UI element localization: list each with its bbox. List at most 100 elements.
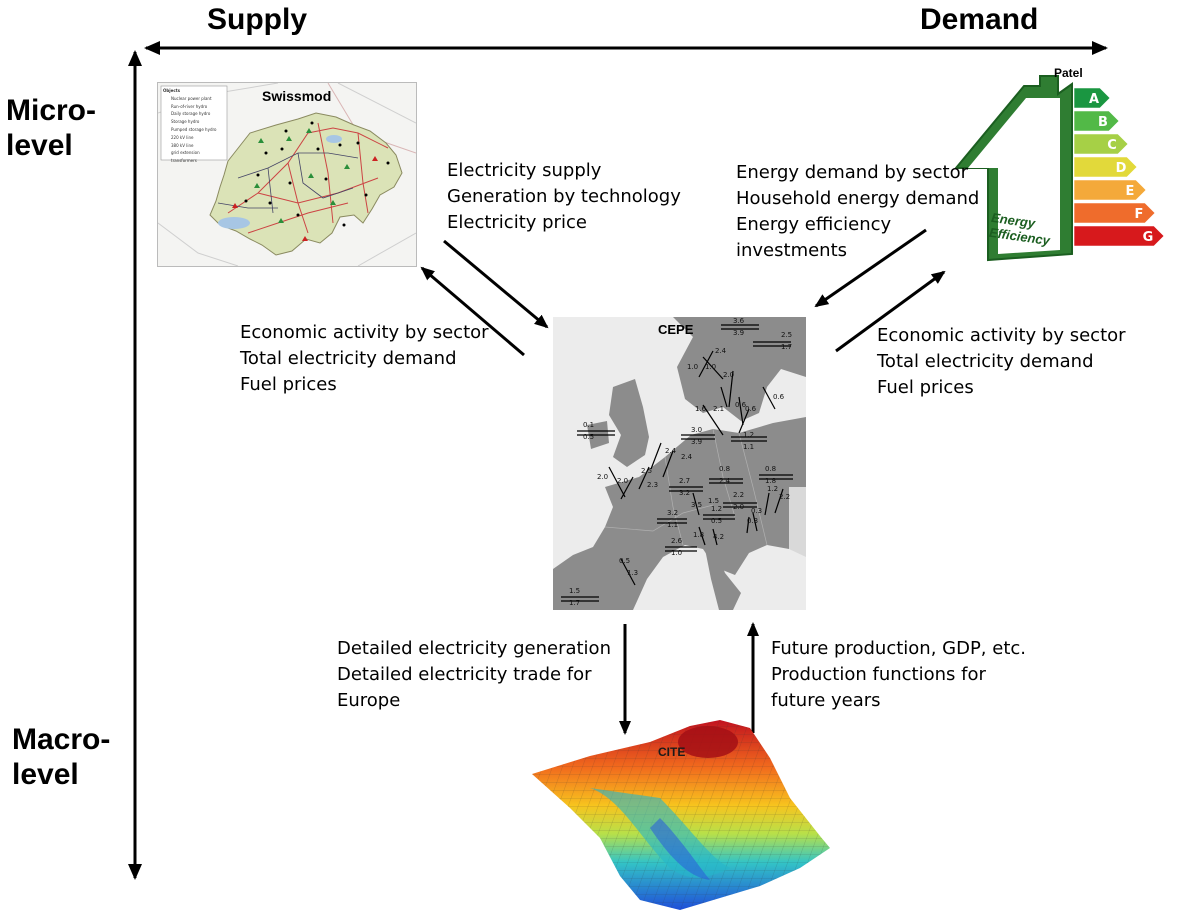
flow-text-line: Europe	[337, 690, 401, 711]
flow-value-label: 2.0	[733, 503, 745, 511]
cite-surface	[532, 720, 830, 910]
legend-item: Storage hydro	[171, 119, 200, 125]
grade-bar-c	[1073, 133, 1129, 155]
flow-text-line: Economic activity by sector	[240, 322, 489, 343]
flow-text-line: Fuel prices	[877, 377, 974, 398]
flow-value-label: 3.2	[679, 489, 691, 497]
grade-letter-g: G	[1143, 230, 1154, 245]
flow-value-label: 0.6	[773, 393, 785, 401]
flow-text-line: Energy demand by sector	[736, 162, 968, 183]
flow-value-label: 1.1	[743, 443, 755, 451]
flow-value-label: 0.5	[619, 557, 631, 565]
flow-text-line: Total electricity demand	[240, 348, 457, 369]
grade-bar-d	[1073, 156, 1138, 178]
cite-to-cepe-text: Future production, GDP, etc. Production …	[771, 636, 1026, 714]
swissmod-map	[158, 83, 416, 266]
switzerland-shape	[209, 112, 403, 256]
flow-text-line: Future production, GDP, etc.	[771, 638, 1026, 659]
grade-bar-a	[1073, 87, 1111, 109]
flow-value-label: 0.5	[711, 517, 723, 525]
europe-map	[553, 317, 806, 610]
swissmod-legend: Objects Nuclear power plant Run-of-river…	[163, 87, 227, 165]
demand-to-cepe-text: Energy demand by sector Household energy…	[736, 160, 979, 264]
flow-value-label: 2.6	[671, 537, 683, 545]
cite-panel: CITE	[530, 718, 830, 913]
grade-letter-a: A	[1089, 92, 1099, 107]
grade-bar-f	[1073, 202, 1156, 224]
flow-value-label: 2.1	[713, 405, 725, 413]
legend-title: Objects	[163, 88, 181, 93]
micro-level-line-1: Micro-	[6, 94, 96, 127]
flow-value-label: 1.1	[667, 521, 679, 529]
legend-item: Run-of-river hydro	[171, 103, 208, 109]
flow-value-label: 2.4	[719, 477, 731, 485]
micro-level-line-2: level	[6, 128, 73, 162]
flow-value-label: 2.4	[665, 447, 677, 455]
macro-level-label: Macro- level	[12, 723, 110, 792]
legend-item: Daily storage hydro	[171, 111, 211, 117]
supply-label: Supply	[207, 3, 308, 36]
grade-letter-b: B	[1098, 115, 1108, 130]
flow-value-label: 3.5	[691, 501, 703, 509]
flow-value-label: 2.2	[733, 491, 745, 499]
flow-value-label: 1.7	[569, 599, 581, 607]
arrow-cepe-to-swissmod	[420, 266, 525, 357]
flow-value-label: 2.5	[781, 331, 793, 339]
patel-title: Patel	[1054, 66, 1083, 80]
micro-level-label: Micro- level	[6, 94, 96, 163]
flow-value-label: 1.8	[765, 477, 777, 485]
flow-text-line: Total electricity demand	[877, 351, 1094, 372]
flow-value-label: 2.2	[779, 493, 791, 501]
flow-text-line: Energy efficiency	[736, 214, 892, 235]
flow-value-label: 0.6	[745, 405, 757, 413]
flow-value-label: 0.3	[751, 507, 763, 515]
flow-text-line: Generation by technology	[447, 186, 681, 207]
flow-value-label: 1.0	[687, 363, 699, 371]
flow-value-label: 0.8	[765, 465, 777, 473]
supply-to-cepe-text: Electricity supply Generation by technol…	[447, 158, 681, 236]
grade-bar-b	[1073, 110, 1120, 132]
flow-text-line: Detailed electricity trade for	[337, 664, 592, 685]
legend-item: grid extension	[171, 150, 200, 156]
flow-value-label: 1.5	[569, 587, 581, 595]
flow-text-line: Electricity supply	[447, 160, 602, 181]
flow-value-label: 1.6	[695, 405, 707, 413]
grade-letter-f: F	[1135, 207, 1144, 222]
flow-value-label: 1.3	[627, 569, 639, 577]
swissmod-panel: Objects Nuclear power plant Run-of-river…	[157, 82, 417, 267]
flow-value-label: 2.0	[723, 371, 735, 379]
flow-value-label: 1.8	[693, 531, 705, 539]
flow-value-label: 2.3	[647, 481, 659, 489]
flow-value-label: 0.8	[719, 465, 731, 473]
cepe-to-supply-text: Economic activity by sector Total electr…	[240, 320, 489, 398]
flow-text-line: future years	[771, 690, 881, 711]
arrow-cepe-to-patel	[835, 270, 946, 353]
flow-value-label: 1.2	[767, 485, 779, 493]
legend-item: transformers	[171, 158, 197, 164]
grade-letter-e: E	[1126, 184, 1135, 199]
flow-value-label: 2.0	[617, 477, 629, 485]
flow-value-label: 2.0	[597, 473, 609, 481]
flow-value-label: 3.9	[691, 438, 703, 446]
flow-value-label: 3.9	[733, 329, 745, 337]
cepe-title: CEPE	[658, 322, 694, 337]
legend-item: Nuclear power plant	[171, 95, 212, 101]
flow-value-label: 2.7	[679, 477, 691, 485]
flow-value-label: 2.4	[715, 347, 727, 355]
flow-text-line: Production functions for	[771, 664, 986, 685]
flow-value-label: 2.5	[641, 467, 653, 475]
flow-text-line: investments	[736, 240, 848, 261]
flow-text-line: Economic activity by sector	[877, 325, 1126, 346]
flow-text-line: Household energy demand	[736, 188, 980, 209]
flow-value-label: 1.2	[711, 505, 723, 513]
flow-value-label: 1.0	[705, 363, 717, 371]
cepe-to-cite-text: Detailed electricity generation Detailed…	[337, 636, 611, 714]
macro-level-line-1: Macro-	[12, 723, 111, 756]
arrow-patel-to-cepe	[814, 228, 927, 308]
flow-value-label: 2.4	[681, 453, 693, 461]
